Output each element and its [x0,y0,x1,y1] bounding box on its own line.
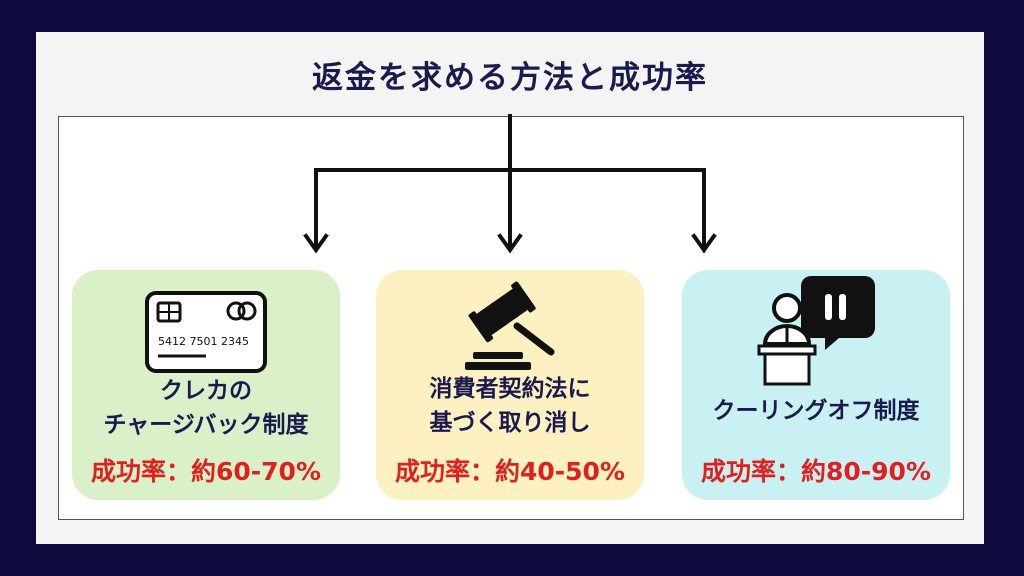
card-label-line1: 消費者契約法に [429,376,591,402]
arrow-right-head [691,233,717,254]
credit-card-icon: 5412 7501 2345 [145,291,267,373]
card-label-line1: クーリングオフ制度 [712,398,920,424]
card-consumer-contract-act: 消費者契約法に 基づく取り消し 成功率：約40-50% [376,270,644,500]
page-title: 返金を求める方法と成功率 [312,60,708,96]
tree-connector [303,114,717,254]
arrow-center-head [497,233,523,254]
speaker-podium-icon [757,276,875,386]
card-cooling-off: クーリングオフ制度 成功率：約80-90% [682,270,950,500]
success-rate: 成功率：約60-70% [90,457,321,486]
card-chargeback: 5412 7501 2345 クレカの チャージバック制度 成功率：約60-70… [72,270,340,500]
content-panel: 返金を求める方法と成功率 5412 7501 2345 クレカの チャージバック… [36,32,984,544]
arrow-left-head [303,233,329,254]
gavel-icon [465,281,555,370]
card-number: 5412 7501 2345 [158,335,249,348]
card-label-line2: チャージバック制度 [103,412,309,438]
card-label-line2: 基づく取り消し [429,410,591,436]
success-rate: 成功率：約40-50% [394,457,625,486]
card-label-line1: クレカの [160,378,252,404]
success-rate: 成功率：約80-90% [700,457,931,486]
